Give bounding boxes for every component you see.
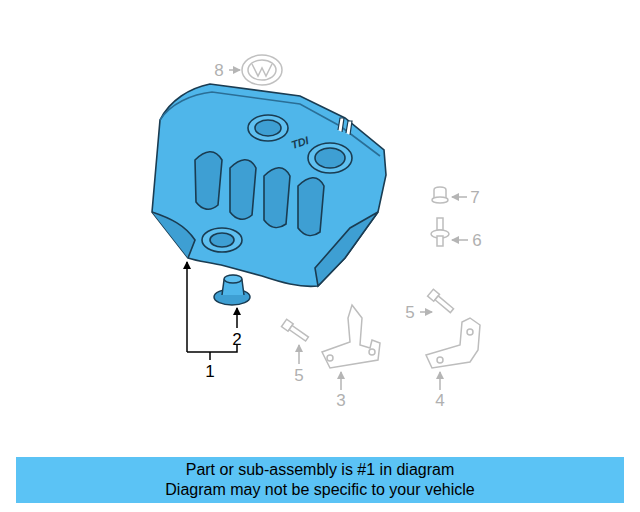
hardware xyxy=(281,187,480,368)
leader-line xyxy=(299,197,468,390)
callout-number: 5 xyxy=(405,304,414,321)
callout-number: 4 xyxy=(435,392,444,409)
note-text: Part or sub-assembly is #1 in diagram xyxy=(16,460,624,480)
grommet xyxy=(214,275,250,305)
leader-line xyxy=(187,262,237,360)
note-text: Diagram may not be specific to your vehi… xyxy=(16,480,624,500)
emblem xyxy=(242,55,282,85)
callout-number: 3 xyxy=(336,392,345,409)
callout-number: 8 xyxy=(214,62,223,79)
callout-number: 7 xyxy=(470,189,479,206)
engine-cover xyxy=(152,84,386,286)
callout-number: 2 xyxy=(232,331,241,348)
callout-number: 5 xyxy=(294,367,303,384)
callout-number: 1 xyxy=(205,363,214,380)
caption-band: Part or sub-assembly is #1 in diagramDia… xyxy=(16,457,624,503)
callout-number: 6 xyxy=(472,232,481,249)
